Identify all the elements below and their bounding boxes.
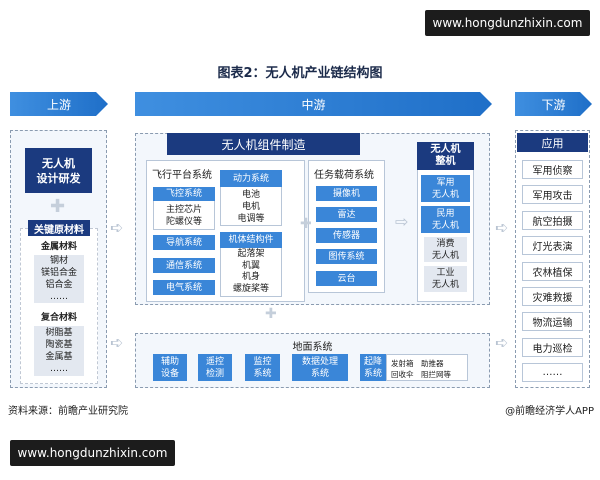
- payload-item: 传感器: [316, 228, 377, 243]
- plus-icon: ✚: [50, 196, 66, 217]
- applications-header: 应用: [517, 133, 588, 152]
- application-item: 物流运输: [522, 312, 583, 332]
- application-item: 灯光表演: [522, 236, 583, 256]
- chart-title: 图表2：无人机产业链结构图: [217, 66, 383, 81]
- ground-label: 地面系统: [292, 342, 333, 353]
- metal-items: 钢材 镁铝合金 铝合金 ……: [34, 255, 84, 303]
- power-system: 动力系统: [220, 170, 282, 187]
- key-materials: 关键原材料: [28, 220, 90, 236]
- ground-item: 辅助 设备: [153, 354, 187, 381]
- complete-uav: 无人机 整机: [417, 142, 474, 170]
- arrow-right-icon: ➪: [495, 333, 509, 352]
- plus-icon: ✚: [265, 306, 277, 322]
- banner-downstream: 下游: [515, 92, 592, 116]
- ground-item: 数据处理 系统: [292, 354, 348, 381]
- application-item: 灾难救援: [522, 287, 583, 306]
- arrow-right-icon: ⇨: [395, 212, 409, 231]
- payload-label: 任务载荷系统: [314, 170, 374, 181]
- flight-control-items: 主控芯片 陀螺仪等: [165, 205, 202, 227]
- military-uav: 军用 无人机: [421, 175, 470, 202]
- payload-item: 图传系统: [316, 249, 377, 264]
- metal-label: 金属材料: [40, 242, 77, 252]
- industrial-uav: 工业 无人机: [424, 266, 467, 292]
- application-item: ……: [522, 363, 583, 383]
- power-items: 电池 电机 电调等: [237, 190, 265, 224]
- electrical-system: 电气系统: [153, 280, 215, 295]
- payload-panel: [308, 160, 385, 293]
- communication-system: 通信系统: [153, 258, 215, 273]
- application-item: 电力巡检: [522, 337, 583, 357]
- payload-item: 云台: [316, 271, 377, 286]
- airframe: 机体结构件: [220, 232, 282, 248]
- source-note: 资料来源：前瞻产业研究院: [8, 406, 128, 417]
- application-item: 军用攻击: [522, 185, 583, 205]
- arrow-right-icon: ➪: [110, 218, 124, 237]
- flight-platform-label: 飞行平台系统: [152, 170, 212, 181]
- watermark-top: www.hongdunzhixin.com: [425, 10, 590, 36]
- arrow-right-icon: ➪: [110, 333, 124, 352]
- flight-control: 飞控系统: [153, 187, 215, 201]
- civil-uav: 民用 无人机: [421, 206, 470, 233]
- airframe-items: 起落架 机翼 机身 螺旋桨等: [232, 249, 269, 294]
- arrow-right-icon: ➪: [495, 218, 509, 237]
- landing-system: 起降 系统: [360, 354, 386, 381]
- navigation-system: 导航系统: [153, 235, 215, 250]
- design-rnd: 无人机 设计研发: [25, 148, 92, 193]
- composite-label: 复合材料: [40, 313, 77, 323]
- payload-item: 摄像机: [316, 186, 377, 201]
- watermark-bottom: www.hongdunzhixin.com: [10, 440, 175, 466]
- consumer-uav: 消费 无人机: [424, 237, 467, 262]
- plus-icon: ✚: [300, 216, 312, 232]
- application-item: 军用侦察: [522, 160, 583, 179]
- ground-item: 监控 系统: [245, 354, 280, 381]
- payload-item: 雷达: [316, 207, 377, 222]
- banner-midstream: 中游: [135, 92, 492, 116]
- landing-items: 发射箱 助推器 回收伞 阻拦网等: [386, 354, 468, 381]
- application-item: 航空拍摄: [522, 210, 583, 230]
- application-item: 农林植保: [522, 261, 583, 281]
- composite-items: 树脂基 陶瓷基 金属基 ……: [34, 326, 84, 376]
- credit: @前瞻经济学人APP: [505, 406, 594, 417]
- banner-upstream: 上游: [10, 92, 108, 116]
- components-title: 无人机组件制造: [167, 133, 360, 155]
- ground-item: 遥控 检测: [198, 354, 232, 381]
